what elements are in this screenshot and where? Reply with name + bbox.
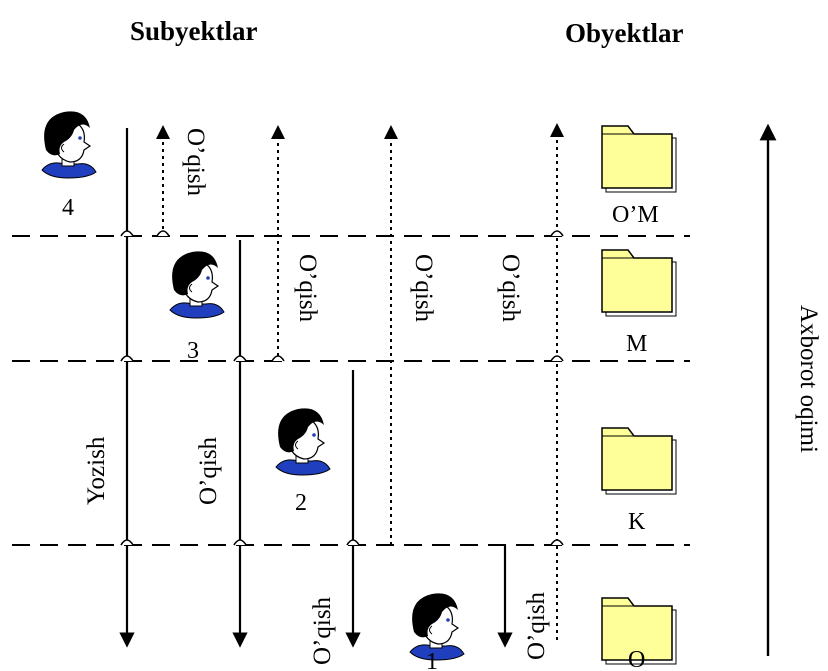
subject-2-number: 2 (295, 490, 307, 516)
read-label-upper-3: O’qish (294, 254, 321, 323)
subject-1-number: 1 (426, 649, 438, 671)
read-label-lower-3: O’qish (195, 436, 222, 505)
level-separators (12, 235, 690, 546)
object-om-folder-icon (601, 125, 677, 193)
object-om-label: O’M (612, 202, 659, 228)
object-o-label: O (628, 647, 645, 671)
read-label-upper-4: O’qish (182, 128, 209, 197)
read-label-lower-1: O’qish (523, 591, 550, 660)
subject-3-icon (169, 250, 225, 319)
object-m-folder-icon (601, 249, 677, 317)
information-flow-label: Axborot oqimi (795, 305, 822, 453)
objects-header: Obyektlar (565, 18, 684, 48)
object-k-label: K (628, 509, 646, 535)
subjects-header: Subyektlar (130, 16, 258, 46)
object-m-label: M (626, 331, 647, 357)
subject-4-icon (41, 110, 97, 179)
down-flows (119, 128, 513, 648)
up-flows (156, 123, 564, 640)
read-label-upper-2: O’qish (410, 254, 437, 323)
subject-4-number: 4 (62, 195, 74, 221)
object-k-folder-icon (601, 427, 677, 495)
read-label-upper-1: O’qish (497, 254, 524, 323)
write-label: Yozish (83, 436, 110, 505)
subject-3-number: 3 (187, 338, 199, 364)
subject-2-icon (275, 407, 331, 476)
read-label-lower-2: O’qish (309, 596, 336, 665)
crossing-hops (120, 230, 564, 546)
